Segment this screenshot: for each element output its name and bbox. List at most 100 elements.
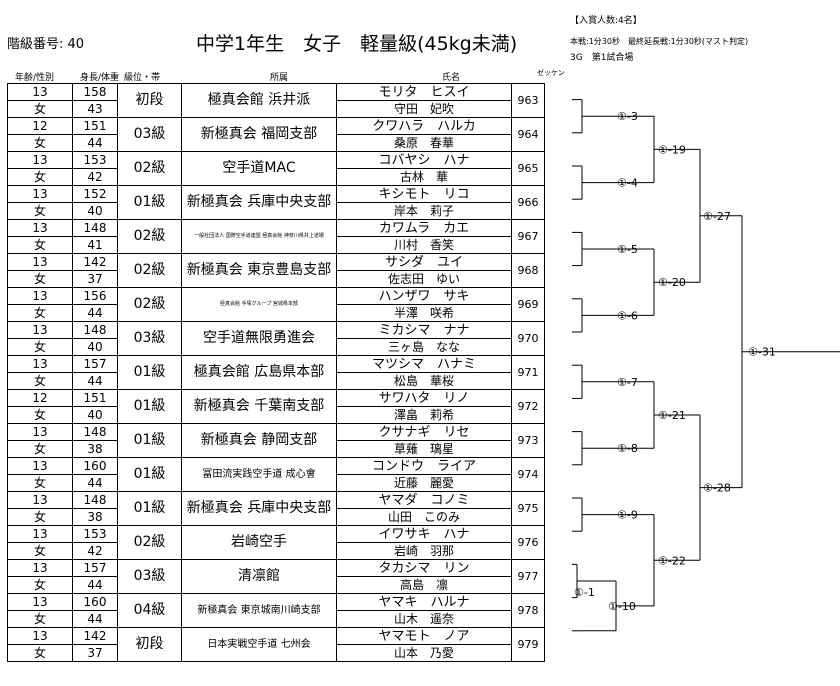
match-label-r2: ①-5 bbox=[617, 243, 638, 256]
competitor-number: 966 bbox=[511, 185, 545, 220]
competitor-org: 極真会館 浜井派 bbox=[181, 83, 337, 118]
match-label-r3: ①-19 bbox=[658, 143, 686, 156]
competitor-grade: 01級 bbox=[117, 491, 182, 526]
competitor-grade: 02級 bbox=[117, 253, 182, 288]
competitor-sex: 女 bbox=[7, 168, 73, 186]
match-label-r2: ①-10 bbox=[608, 600, 636, 613]
competitor-number: 971 bbox=[511, 355, 545, 390]
competitor-grade: 03級 bbox=[117, 117, 182, 152]
match-label-r2: ①-7 bbox=[617, 376, 638, 389]
competitor-grade: 04級 bbox=[117, 593, 182, 628]
competitor-org: 空手道MAC bbox=[181, 151, 337, 186]
competitor-name-kana: ヤマキ ハルナ bbox=[336, 593, 512, 611]
match-label-r3: ①-22 bbox=[658, 554, 686, 567]
competitor-org: 新極真会 兵庫中央支部 bbox=[181, 185, 337, 220]
competitor-weight: 42 bbox=[72, 168, 118, 186]
page-title: 中学1年生 女子 軽量級(45kg未満) bbox=[196, 33, 518, 55]
competitor-number: 978 bbox=[511, 593, 545, 628]
competitor-grade: 01級 bbox=[117, 389, 182, 424]
competitor-org: 清凛館 bbox=[181, 559, 337, 594]
competitor-number: 964 bbox=[511, 117, 545, 152]
competitor-height: 151 bbox=[72, 117, 118, 135]
competitor-name-kana: サワハタ リノ bbox=[336, 389, 512, 407]
competitor-name: 山木 遥奈 bbox=[336, 610, 512, 628]
competitor-number: 979 bbox=[511, 627, 545, 662]
competitor-name-kana: ヤマダ コノミ bbox=[336, 491, 512, 509]
col-name: 氏名 bbox=[442, 73, 461, 83]
col-number: ゼッケン bbox=[537, 69, 565, 77]
competitor-number: 973 bbox=[511, 423, 545, 458]
competitor-weight: 44 bbox=[72, 610, 118, 628]
competitor-org: 新極真会 兵庫中央支部 bbox=[181, 491, 337, 526]
competitor-sex: 女 bbox=[7, 644, 73, 662]
match-label-r2: ①-3 bbox=[617, 110, 638, 123]
col-height-weight: 身長/体重 bbox=[80, 73, 120, 83]
match-rules: 本戦:1分30秒 最終延長戦:1分30秒(マスト判定) bbox=[570, 37, 749, 46]
competitor-name: 山本 乃愛 bbox=[336, 644, 512, 662]
match-label-r2: ①-9 bbox=[617, 509, 638, 522]
col-grade: 級位・帯 bbox=[124, 73, 161, 83]
competitor-number: 974 bbox=[511, 457, 545, 492]
competitor-weight: 43 bbox=[72, 100, 118, 118]
competitor-name-kana: キシモト リコ bbox=[336, 185, 512, 203]
competitor-age: 12 bbox=[7, 117, 73, 135]
competitor-age: 13 bbox=[7, 457, 73, 475]
col-age-sex: 年齢/性別 bbox=[15, 73, 55, 83]
competitor-number: 969 bbox=[511, 287, 545, 322]
match-label-final: ①-31 bbox=[748, 346, 776, 359]
competitor-name-kana: コバヤシ ハナ bbox=[336, 151, 512, 169]
competitor-grade: 01級 bbox=[117, 457, 182, 492]
competitor-org: 空手道無限勇進会 bbox=[181, 321, 337, 356]
competitor-grade: 02級 bbox=[117, 219, 182, 254]
competitor-name: 山田 このみ bbox=[336, 508, 512, 526]
competitor-org: 極真会館 手塚グループ 宮城県本部 bbox=[181, 287, 337, 322]
competitor-number: 965 bbox=[511, 151, 545, 186]
competitor-name: 桑原 春華 bbox=[336, 134, 512, 152]
competitor-sex: 女 bbox=[7, 134, 73, 152]
competitor-weight: 44 bbox=[72, 474, 118, 492]
competitor-sex: 女 bbox=[7, 202, 73, 220]
match-label-r1: ①-1 bbox=[574, 586, 595, 599]
competitor-org: 日本実戦空手道 七州会 bbox=[181, 627, 337, 662]
class-number: 階級番号: 40 bbox=[7, 37, 85, 52]
match-label-r3: ①-20 bbox=[658, 276, 686, 289]
match-label-r2: ①-4 bbox=[617, 177, 638, 190]
competitor-height: 152 bbox=[72, 185, 118, 203]
competitor-sex: 女 bbox=[7, 406, 73, 424]
competitor-weight: 40 bbox=[72, 406, 118, 424]
competitor-number: 977 bbox=[511, 559, 545, 594]
competitor-org: 新極真会 静岡支部 bbox=[181, 423, 337, 458]
competitor-org: 新極真会 千葉南支部 bbox=[181, 389, 337, 424]
competitor-name-kana: クサナギ リセ bbox=[336, 423, 512, 441]
match-label-r3: ①-21 bbox=[658, 409, 686, 422]
competitor-number: 967 bbox=[511, 219, 545, 254]
competitor-org: 極真会館 広島県本部 bbox=[181, 355, 337, 390]
competitor-number: 976 bbox=[511, 525, 545, 560]
competitor-grade: 03級 bbox=[117, 559, 182, 594]
competitor-number: 963 bbox=[511, 83, 545, 118]
col-org: 所属 bbox=[270, 73, 289, 83]
competitor-name-kana: コンドウ ライア bbox=[336, 457, 512, 475]
venue: 3G 第1試合場 bbox=[570, 53, 634, 63]
